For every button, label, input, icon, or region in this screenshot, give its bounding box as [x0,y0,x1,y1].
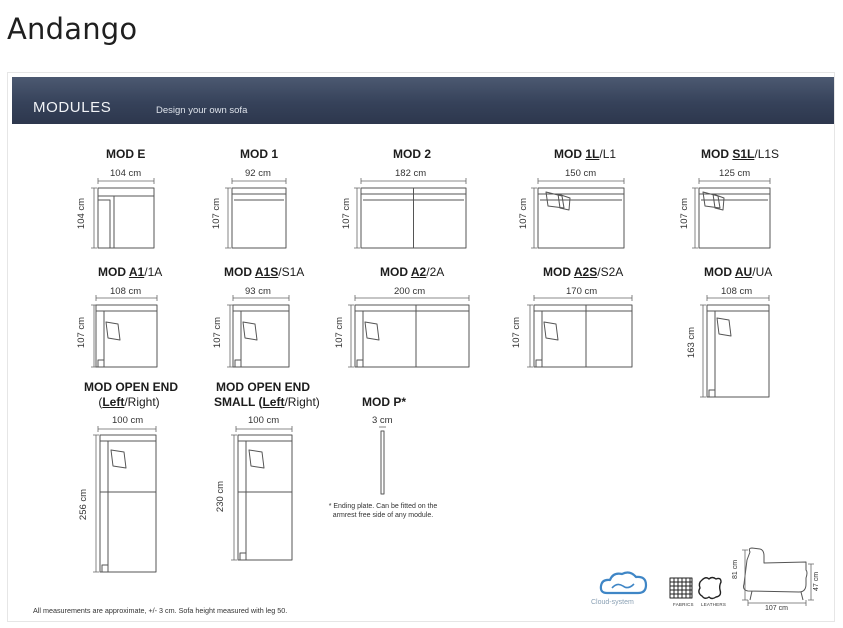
mod-open-end-width: 100 cm [112,415,144,426]
left-label: Left [262,395,285,409]
mod-code: A2S [573,265,598,279]
title-line: MOD OPEN END [84,380,179,394]
mod-prefix: MOD [380,265,411,279]
mod-code: 1L [585,147,600,161]
mod-2-width: 182 cm [395,168,427,179]
cloud-system-label: Cloud-system [591,599,634,606]
mod-s1l-drawing [698,187,771,249]
mod-open-end-title: MOD OPEN END (Left/Right) [84,380,179,410]
title-line2: SMALL ( [214,395,263,409]
side-view-drawing [742,547,814,606]
dimension-lines [91,178,771,573]
mod-alt: /L1S [754,147,780,161]
mod-alt: /UA [752,265,773,279]
title-line: MOD OPEN END [215,380,310,394]
mod-1-width: 92 cm [245,168,271,179]
mod-a2-title: MOD A2/2A [380,265,444,280]
mod-prefix: MOD [554,147,586,161]
mod-alt: /L1 [599,147,617,161]
right-label: /Right) [284,395,320,409]
mod-a1-width: 108 cm [110,286,142,297]
mod-code: A1 [128,265,145,279]
mod-au-title: MOD AU/UA [704,265,772,280]
mod-prefix: MOD [701,147,733,161]
mod-prefix: MOD [704,265,735,279]
mod-a2s-width: 170 cm [566,286,598,297]
mod-code: AU [734,265,753,279]
mod-p-note: * Ending plate. Can be fitted on the arm… [328,503,438,519]
mod-open-end-small-width: 100 cm [248,415,280,426]
footnote: All measurements are approximate, +/- 3 … [33,606,288,615]
fabrics-label: FABRICS [673,602,694,607]
mod-code: A2 [410,265,427,279]
mod-a1-title: MOD A1/1A [98,265,162,280]
mod-e-drawing [97,187,155,249]
brand-title: Andango [7,12,138,46]
mod-open-end-small-title: MOD OPEN END SMALL (Left/Right) [214,380,320,410]
mod-1l-title: MOD 1L/L1 [554,147,616,162]
mod-2-title: MOD 2 [393,147,432,161]
mod-au-width: 108 cm [721,286,753,297]
right-label: /Right) [124,395,160,409]
header-title: MODULES [33,99,112,116]
mod-a1s-drawing [232,304,290,368]
mod-alt: /S1A [278,265,305,279]
mod-prefix: MOD [224,265,255,279]
mod-open-end-small-drawing [237,434,293,561]
mod-p-title: MOD P* [362,395,407,409]
mod-a2-width: 200 cm [394,286,426,297]
fabrics-icon [669,577,693,599]
mod-a2s-drawing [533,304,633,368]
header-subtitle: Design your own sofa [156,105,248,116]
mod-1l-width: 150 cm [565,168,597,179]
mod-alt: /1A [144,265,163,279]
mod-alt: /S2A [597,265,624,279]
mod-p-drawing [379,426,386,495]
side-view-depth-label: 107 cm [765,605,788,612]
mod-1-title: MOD 1 [240,147,279,161]
mod-code: S1L [732,147,755,161]
leathers-icon [698,576,722,600]
paren: ( [98,395,103,409]
mod-code: A1S [254,265,279,279]
mod-1l-drawing [537,187,625,249]
leathers-label: LEATHERS [701,602,727,607]
mod-s1l-width: 125 cm [719,168,751,179]
mod-2-drawing [360,187,467,249]
mod-prefix: MOD [98,265,129,279]
mod-a1-drawing [95,304,158,368]
content-frame [7,72,835,622]
side-view-height-label: 81 cm [732,559,740,580]
mod-a2-drawing [354,304,470,368]
left-label: Left [102,395,125,409]
mod-1-drawing [231,187,287,249]
modules-header: MODULES Design your own sofa [12,77,834,124]
mod-prefix: MOD [543,265,574,279]
mod-p-width: 3 cm [372,415,393,426]
side-view-arm-label: 47 cm [813,571,821,592]
mod-au-drawing [706,304,770,398]
mod-open-end-drawing [99,434,157,573]
mod-s1l-title: MOD S1L/L1S [701,147,779,162]
mod-a2s-title: MOD A2S/S2A [543,265,623,280]
mod-e-title: MOD E [106,147,146,161]
mod-alt: /2A [426,265,445,279]
mod-e-width: 104 cm [110,168,142,179]
cloud-system-icon [599,571,648,595]
mod-a1s-title: MOD A1S/S1A [224,265,304,280]
mod-a1s-width: 93 cm [245,286,271,297]
